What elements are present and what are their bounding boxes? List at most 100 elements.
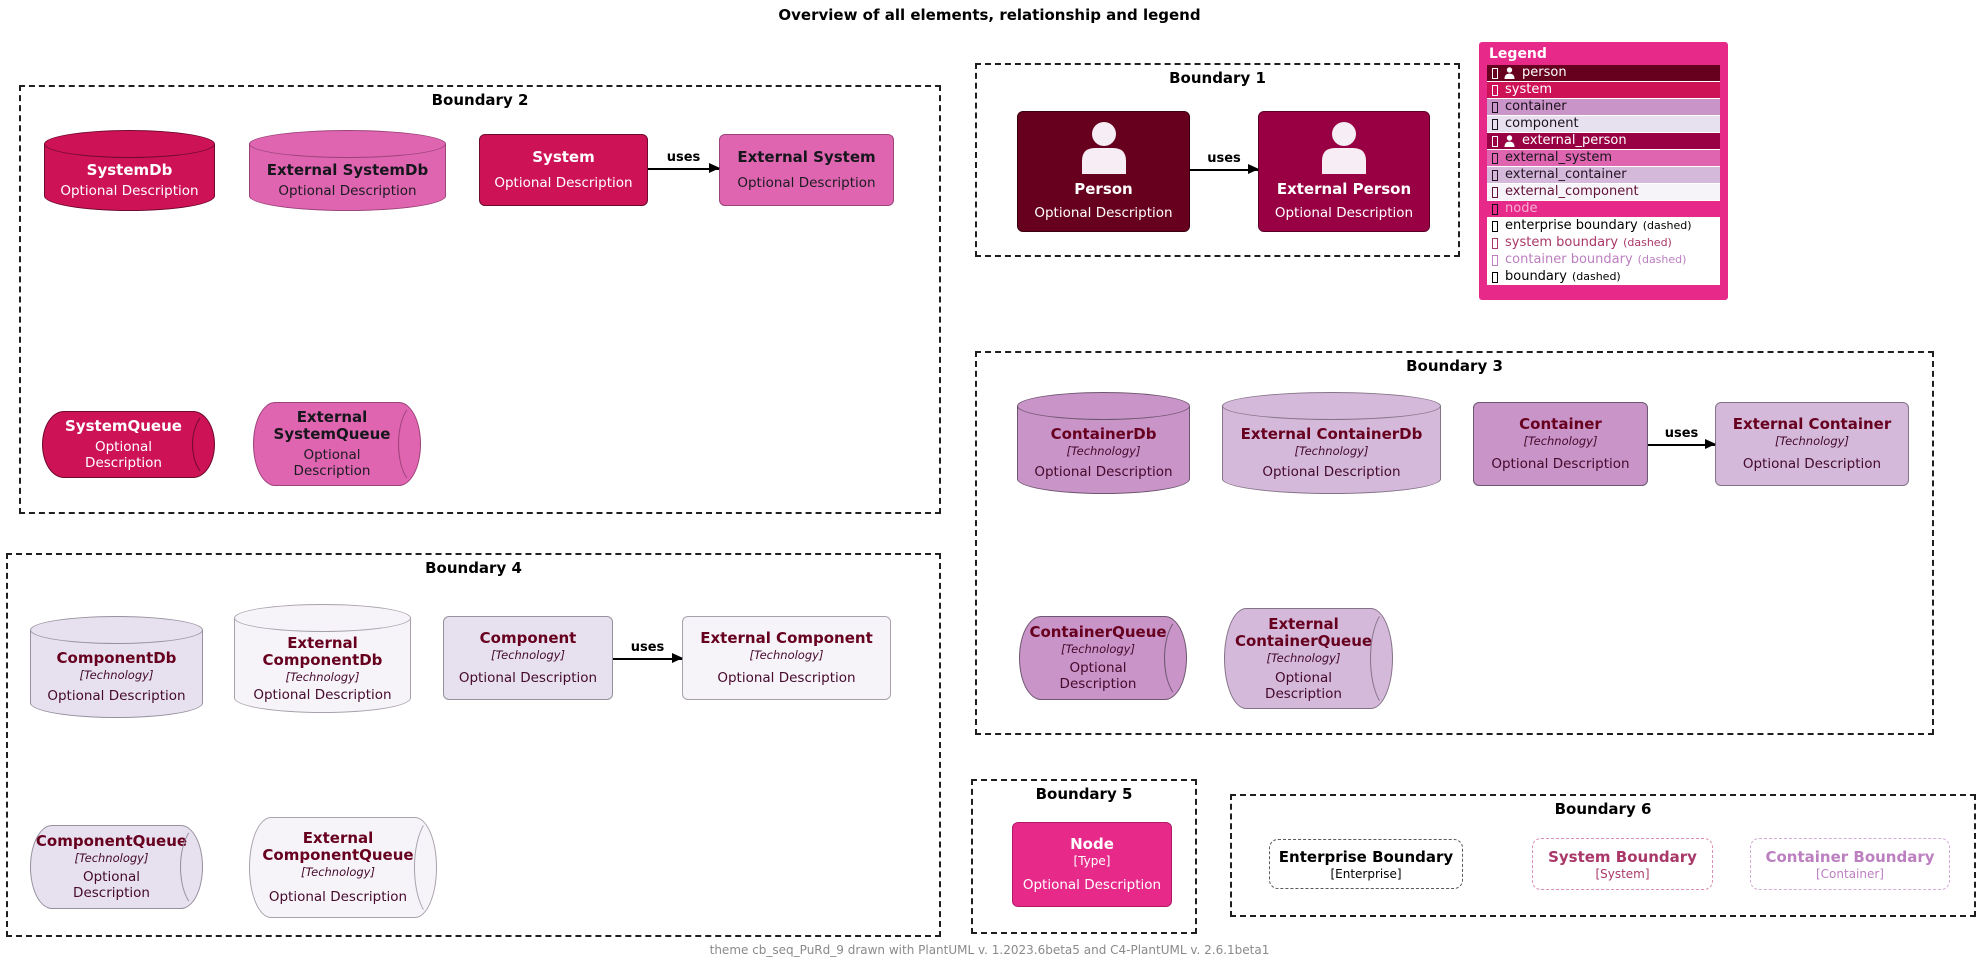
element-heading: ContainerQueue [Technology] <box>1029 622 1167 656</box>
element-text: External SystemQueue Optional Descriptio… <box>268 405 396 483</box>
relation-arrow <box>648 163 720 173</box>
cylinder-body <box>30 630 203 718</box>
element-external-component-db: External ComponentDb [Technology] Option… <box>234 604 411 713</box>
element-title: System Boundary <box>1548 847 1697 866</box>
cylinder-top <box>1222 392 1441 420</box>
element-text: ComponentDb [Technology] Optional Descri… <box>34 644 199 710</box>
person-icon <box>1322 122 1366 175</box>
relation-label: uses <box>666 150 701 165</box>
boundary-1-title: Boundary 1 <box>1169 69 1266 87</box>
element-heading: Component [Technology] <box>479 628 577 662</box>
element-technology: [Technology] <box>1523 433 1598 448</box>
element-technology: [Technology] <box>491 647 565 662</box>
cylinder-top <box>30 616 203 644</box>
element-technology: [Technology] <box>1294 444 1369 459</box>
box-glyph-icon <box>1492 135 1498 147</box>
element-description: Optional Description <box>1059 660 1137 693</box>
element-description: Optional Description <box>1262 464 1401 481</box>
element-heading: External ComponentQueue [Technology] <box>262 829 413 879</box>
element-title: SystemQueue <box>65 416 182 435</box>
boundary-6: Boundary 6 <box>1230 794 1976 917</box>
element-description: Optional Description <box>47 688 186 705</box>
cylinder-body <box>1017 406 1190 494</box>
boundary-4: Boundary 4 <box>6 553 941 937</box>
boundary-5: Boundary 5 <box>971 779 1197 934</box>
legend-row-component: component <box>1487 116 1720 132</box>
element-description: Optional Description <box>1034 464 1173 481</box>
element-text: ComponentQueue [Technology] Optional Des… <box>36 828 187 906</box>
element-external-person: External Person Optional Description <box>1258 111 1430 232</box>
element-title: External Container <box>1732 414 1892 433</box>
element-text: External ContainerDb [Technology] Option… <box>1226 420 1437 486</box>
element-heading: External ContainerDb [Technology] <box>1241 425 1423 459</box>
element-system-db: SystemDb Optional Description <box>44 130 215 211</box>
element-technology: [Technology] <box>74 850 149 865</box>
cylinder-top <box>44 130 215 158</box>
element-technology: [Technology] <box>749 647 824 662</box>
element-type: [Type] <box>1073 854 1111 869</box>
legend-row-suffix: (dashed) <box>1571 270 1621 283</box>
element-external-system-queue: External SystemQueue Optional Descriptio… <box>253 402 421 486</box>
element-container-boundary: Container Boundary [Container] <box>1750 838 1950 890</box>
element-heading: Container [Technology] <box>1519 415 1602 448</box>
legend-row-container-boundary: container boundary (dashed) <box>1487 252 1720 268</box>
legend: Legend person system container component <box>1479 42 1728 300</box>
element-description: Optional Description <box>717 670 856 687</box>
element-component-queue: ComponentQueue [Technology] Optional Des… <box>30 825 203 909</box>
element-description: Optional Description <box>1274 204 1414 221</box>
element-external-system: External System Optional Description <box>719 134 894 206</box>
box-glyph-icon <box>1492 67 1498 79</box>
relation-component-uses: uses <box>613 640 683 663</box>
element-title: External ComponentDb <box>262 633 383 669</box>
legend-row-label: component <box>1505 116 1579 131</box>
element-title: ComponentQueue <box>35 831 188 850</box>
legend-row-suffix: (dashed) <box>1637 253 1687 266</box>
element-title: ComponentDb <box>56 648 177 667</box>
element-title: External SystemQueue <box>273 407 391 444</box>
box-glyph-icon <box>1492 237 1498 249</box>
element-heading: External Component [Technology] <box>700 628 873 662</box>
relation-label: uses <box>1207 151 1241 166</box>
legend-row-suffix: (dashed) <box>1642 219 1692 232</box>
element-heading: ContainerDb [Technology] <box>1051 425 1157 458</box>
relation-person-uses: uses <box>1190 151 1259 174</box>
legend-row-external-system: external_system <box>1487 150 1720 166</box>
element-text: ContainerDb [Technology] Optional Descri… <box>1021 420 1186 486</box>
cylinder-top <box>234 604 411 632</box>
element-description: Optional Description <box>268 889 408 906</box>
element-external-component: External Component [Technology] Optional… <box>682 616 891 700</box>
footer-note: theme cb_seq_PuRd_9 drawn with PlantUML … <box>709 943 1270 957</box>
element-technology: [Technology] <box>285 670 360 684</box>
person-icon <box>1504 67 1515 79</box>
element-title: Node <box>1070 834 1114 853</box>
element-heading: External ContainerQueue [Technology] <box>1235 615 1372 665</box>
box-glyph-icon <box>1492 203 1498 215</box>
legend-row-label: person <box>1522 65 1567 80</box>
box-glyph-icon <box>1492 220 1498 232</box>
legend-row-container: container <box>1487 99 1720 115</box>
element-type: [System] <box>1595 866 1650 881</box>
boundary-6-title: Boundary 6 <box>1554 800 1652 818</box>
element-description: Optional Description <box>737 175 876 192</box>
element-heading: ComponentDb [Technology] <box>56 648 177 682</box>
element-title: External Component <box>700 628 873 647</box>
boundary-2: Boundary 2 <box>19 85 941 514</box>
element-heading: External ComponentDb [Technology] <box>238 633 407 684</box>
diagram-title: Overview of all elements, relationship a… <box>778 6 1201 24</box>
legend-row-suffix: (dashed) <box>1623 236 1672 249</box>
boundary-5-title: Boundary 5 <box>1035 785 1133 803</box>
person-icon <box>1504 135 1515 147</box>
element-title: External System <box>737 147 876 166</box>
element-title: Person <box>1074 179 1133 198</box>
person-icon <box>1081 122 1126 175</box>
element-title: System <box>532 147 595 166</box>
element-component-db: ComponentDb [Technology] Optional Descri… <box>30 616 203 718</box>
element-title: Component <box>479 628 577 647</box>
element-description: Optional Description <box>278 183 417 200</box>
element-node: Node [Type] Optional Description <box>1012 822 1172 907</box>
box-glyph-icon <box>1492 118 1498 130</box>
element-description: Optional Description <box>1265 669 1342 702</box>
element-title: Container Boundary <box>1765 847 1935 866</box>
element-type: [Enterprise] <box>1330 866 1402 881</box>
element-title: ContainerQueue <box>1029 622 1167 641</box>
